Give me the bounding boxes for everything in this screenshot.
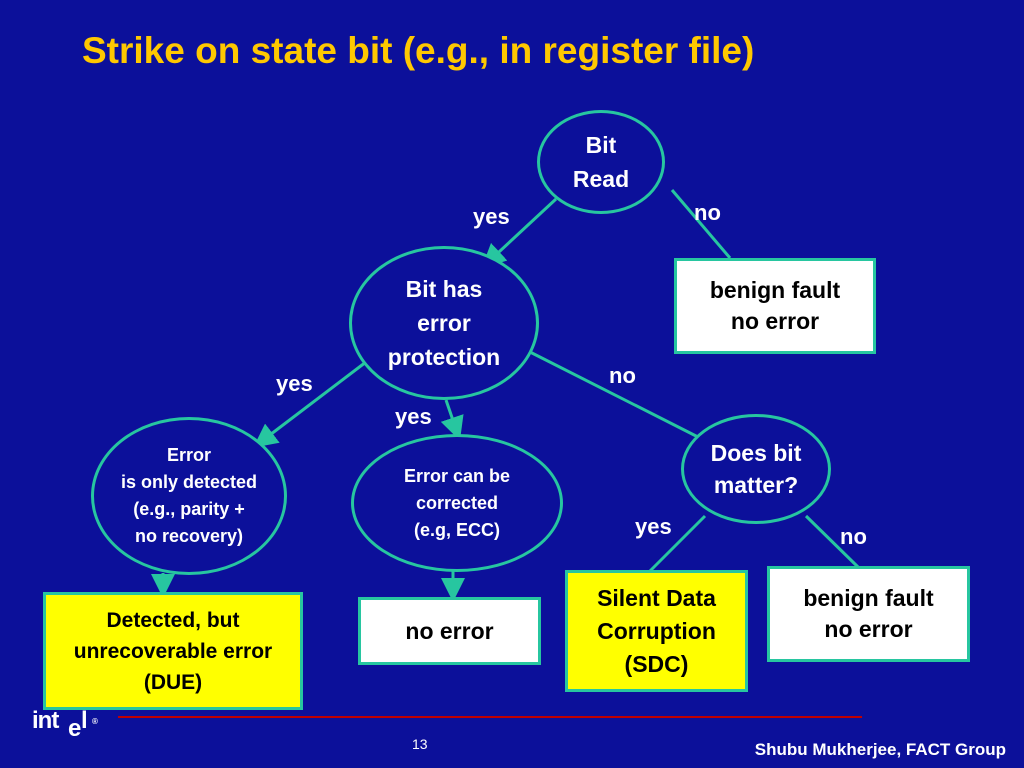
node-matter-line: Does bit [710, 440, 802, 466]
edge-protection-no [529, 350, 701, 440]
node-correctable-line: (e.g, ECC) [413, 519, 500, 540]
node-matter-line: matter? [713, 472, 799, 498]
edge-label-read-yes: yes [473, 204, 510, 229]
node-due: Detected, but unrecoverable error (DUE) [43, 592, 303, 710]
node-correctable-line: corrected [415, 492, 499, 513]
node-detected-line: (e.g., parity + [133, 499, 245, 519]
svg-text:e: e [68, 715, 81, 742]
node-protection-line: protection [387, 344, 501, 370]
svg-text:l: l [81, 707, 87, 734]
node-detected-line: Error [166, 445, 211, 465]
edge-read-yes [481, 197, 558, 269]
node-no-error-line: no error [405, 617, 494, 644]
edge-label-matter-yes: yes [635, 514, 672, 539]
node-sdc-line: Silent Data [597, 584, 716, 611]
edge-label-protection-no: no [609, 363, 636, 388]
edge-protection-yes-left [253, 360, 367, 448]
footer-divider [118, 716, 862, 718]
node-due-line: (DUE) [143, 670, 203, 694]
edge-read-no [670, 189, 732, 259]
node-protection-line: Bit has [405, 276, 483, 302]
node-benign1-line: no error [730, 308, 820, 334]
intel-logo-icon: int e l ® [30, 702, 102, 742]
edge-label-protection-yes-mid: yes [395, 404, 432, 429]
node-benign2-line: no error [824, 616, 913, 642]
node-does-bit-matter: Does bit matter? [681, 414, 831, 524]
edge-label-read-no: no [694, 200, 721, 225]
slide-title: Strike on state bit (e.g., in register f… [82, 30, 755, 71]
node-benign1-line: benign fault [709, 277, 841, 303]
node-benign2-line: benign fault [803, 585, 934, 611]
node-bit-read-line: Bit [585, 132, 617, 158]
node-error-protection: Bit has error protection [349, 246, 539, 400]
node-due-line: Detected, but [106, 608, 240, 632]
edge-protection-yes-mid [440, 399, 464, 441]
edge-label-protection-yes-left: yes [276, 371, 313, 396]
node-no-error: no error [358, 597, 541, 665]
node-error-correctable: Error can be corrected (e.g, ECC) [351, 434, 563, 572]
node-protection-line: error [417, 310, 471, 336]
node-error-only-detected: Error is only detected (e.g., parity + n… [91, 417, 287, 575]
node-benign-fault-2: benign fault no error [767, 566, 970, 662]
node-detected-line: no recovery) [134, 526, 244, 546]
node-bit-read-line: Read [572, 166, 630, 192]
edge-matter-no [804, 514, 860, 569]
svg-text:int: int [32, 707, 59, 734]
svg-text:®: ® [92, 717, 98, 726]
node-sdc-line: Corruption [597, 617, 716, 644]
node-correctable-line: Error can be [403, 465, 511, 486]
edge-matter-yes [648, 514, 707, 573]
node-due-line: unrecoverable error [73, 639, 273, 663]
node-sdc-line: (SDC) [624, 650, 689, 677]
node-sdc: Silent Data Corruption (SDC) [565, 570, 748, 692]
page-number: 13 [412, 736, 428, 752]
footer-credit: Shubu Mukherjee, FACT Group [754, 740, 1006, 759]
node-bit-read: Bit Read [537, 110, 665, 214]
node-benign-fault-1: benign fault no error [674, 258, 876, 354]
edge-label-matter-no: no [840, 524, 867, 549]
node-detected-line: is only detected [120, 472, 258, 492]
